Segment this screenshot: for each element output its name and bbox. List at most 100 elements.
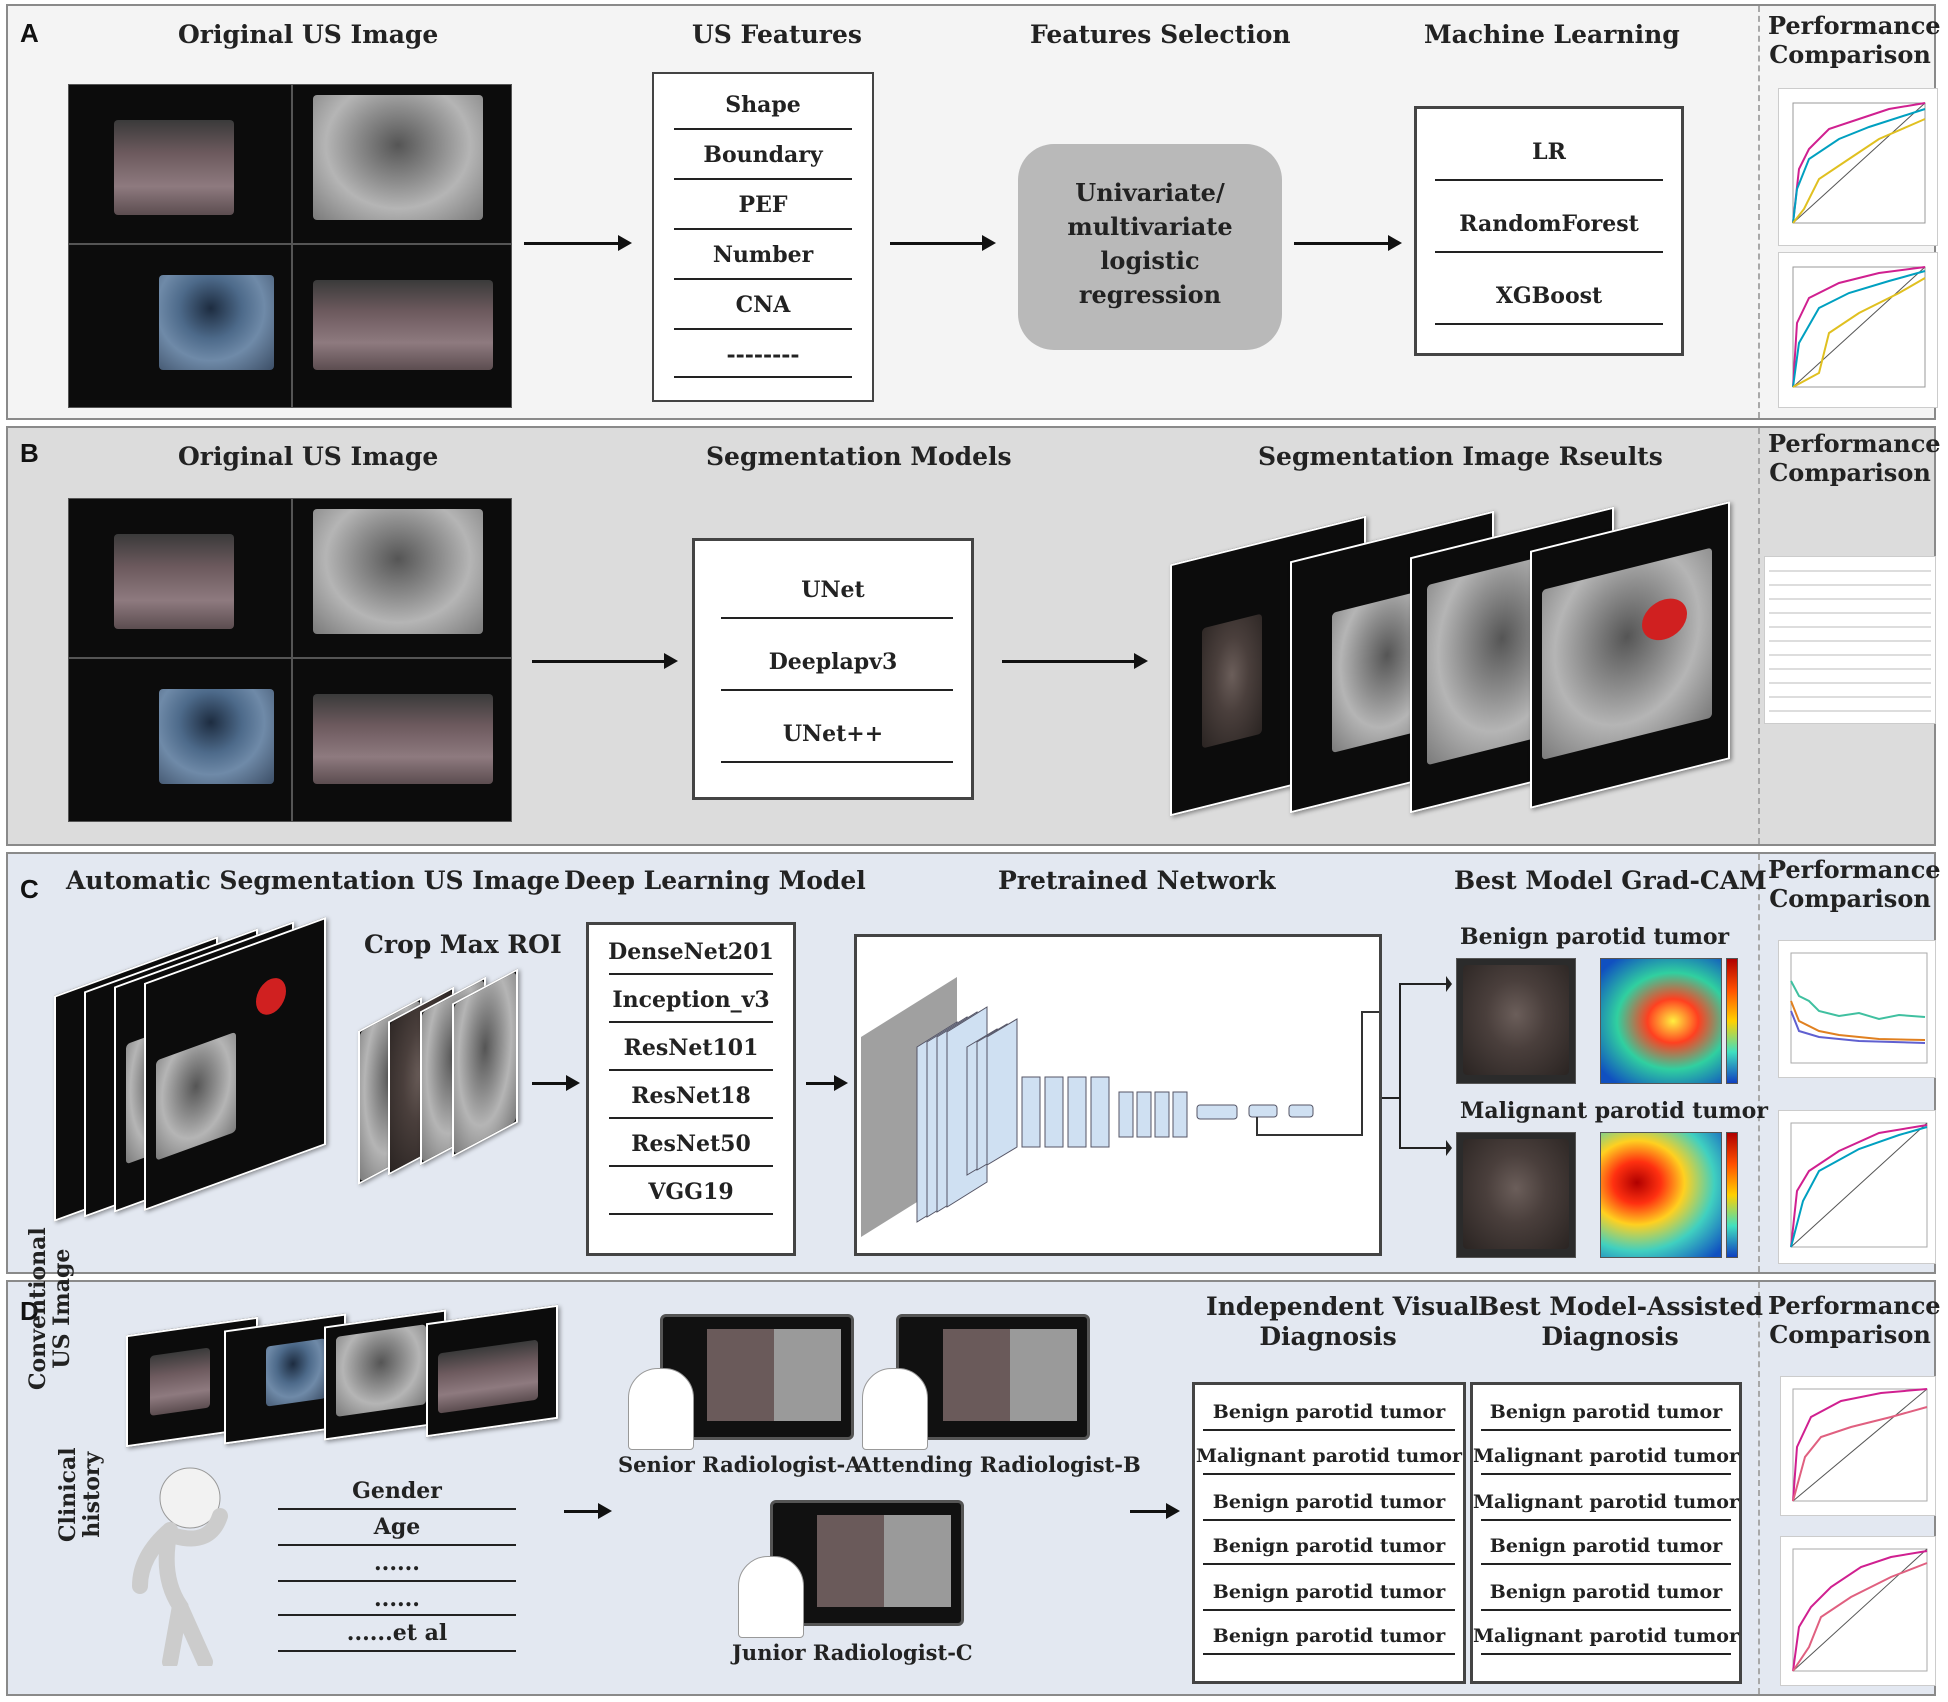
feature-selection-box: Univariate/ multivariate logistic regres… xyxy=(1018,144,1282,350)
separator xyxy=(721,761,953,763)
deep-learning-title: Deep Learning Model xyxy=(564,866,866,895)
patient-figure-icon xyxy=(132,1467,228,1666)
selection-text: multivariate xyxy=(1067,212,1233,241)
perf-title-line: Comparison xyxy=(1769,457,1931,487)
dl-model: ResNet101 xyxy=(623,1035,759,1061)
performance-comparison-title: Performance Comparison xyxy=(1768,855,1941,914)
malignant-gradcam-heatmap xyxy=(1600,1132,1722,1258)
perf-title-line: Comparison xyxy=(1769,39,1931,69)
independent-diagnosis-box: Benign parotid tumor Malignant parotid t… xyxy=(1192,1382,1466,1684)
conventional-us-label: Conventional US Image xyxy=(25,1227,76,1390)
title-line: Best Model-Assisted xyxy=(1478,1292,1764,1321)
benign-gradcam-heatmap xyxy=(1600,958,1722,1084)
separator xyxy=(1481,1609,1731,1611)
dl-model: VGG19 xyxy=(648,1179,734,1205)
diagnosis-item: Benign parotid tumor xyxy=(1212,1581,1446,1603)
colorbar xyxy=(1726,958,1738,1084)
machine-learning-title: Machine Learning xyxy=(1424,20,1680,49)
diagnosis-item: Benign parotid tumor xyxy=(1212,1625,1446,1647)
selection-text: Univariate/ xyxy=(1075,178,1225,207)
loss-plot-thumbnail xyxy=(1778,940,1936,1078)
crop-max-roi-title: Crop Max ROI xyxy=(364,930,562,959)
diagnosis-item: Malignant parotid tumor xyxy=(1473,1625,1739,1647)
feature-item: CNA xyxy=(735,292,791,318)
malignant-roi-image xyxy=(1456,1132,1576,1258)
diagnosis-item: Malignant parotid tumor xyxy=(1473,1445,1739,1467)
dl-model: ResNet50 xyxy=(631,1131,751,1157)
separator xyxy=(674,278,852,280)
original-us-title: Original US Image xyxy=(178,442,439,471)
clinical-item: ...... xyxy=(374,1550,420,1576)
roc-plot-thumbnail xyxy=(1778,88,1938,246)
monitor-screen xyxy=(943,1329,1077,1421)
roc-curve-icon xyxy=(1792,102,1926,224)
separator xyxy=(1203,1609,1455,1611)
original-us-title: Original US Image xyxy=(178,20,439,49)
doctor-icon xyxy=(628,1368,694,1450)
separator xyxy=(1203,1653,1455,1655)
separator xyxy=(609,1213,773,1215)
roc-plot-thumbnail xyxy=(1780,1376,1936,1516)
panel-letter: A xyxy=(20,18,39,48)
features-selection-title: Features Selection xyxy=(1030,20,1291,49)
clinical-item: Age xyxy=(373,1514,421,1540)
roc-plot-thumbnail xyxy=(1778,1110,1936,1264)
dl-model: DenseNet201 xyxy=(608,939,774,965)
seg-models-box: UNet Deeplapv3 UNet++ xyxy=(692,538,974,800)
diagnosis-item: Malignant parotid tumor xyxy=(1473,1491,1739,1513)
perf-title-line: Comparison xyxy=(1769,1319,1931,1349)
us-features-title: US Features xyxy=(692,20,862,49)
divider xyxy=(1758,1282,1760,1694)
label-line: US Image xyxy=(49,1248,76,1369)
us-image xyxy=(68,498,292,658)
clinical-items-box: Gender Age ...... ...... ......et al xyxy=(272,1478,522,1656)
seg-model: UNet++ xyxy=(782,721,884,747)
panel-letter: B xyxy=(20,438,39,468)
benign-roi-image xyxy=(1456,958,1576,1084)
roc-curve-icon xyxy=(1792,266,1926,388)
clinical-item: Gender xyxy=(352,1478,442,1504)
monitor-screen xyxy=(817,1515,951,1607)
feature-item: -------- xyxy=(726,342,800,368)
diagnosis-item: Benign parotid tumor xyxy=(1489,1535,1723,1557)
separator xyxy=(278,1580,516,1582)
performance-table-thumbnail xyxy=(1764,556,1936,724)
monitor-icon xyxy=(770,1500,964,1626)
dl-model: ResNet18 xyxy=(631,1083,751,1109)
separator xyxy=(674,376,852,378)
feature-item: Shape xyxy=(725,92,801,118)
separator xyxy=(1203,1519,1455,1521)
separator xyxy=(674,328,852,330)
diagnosis-item: Benign parotid tumor xyxy=(1212,1401,1446,1423)
roc-curve-icon xyxy=(1792,1388,1928,1502)
colorbar xyxy=(1726,1132,1738,1258)
us-image xyxy=(292,84,512,244)
separator xyxy=(1435,323,1663,325)
doctor-icon xyxy=(862,1368,928,1450)
ml-model: XGBoost xyxy=(1495,283,1603,309)
us-image xyxy=(68,244,292,408)
separator xyxy=(609,973,773,975)
segmentation-models-title: Segmentation Models xyxy=(706,442,1012,471)
benign-label: Benign parotid tumor xyxy=(1460,924,1730,950)
diagnosis-item: Benign parotid tumor xyxy=(1489,1581,1723,1603)
us-image xyxy=(68,84,292,244)
separator xyxy=(674,128,852,130)
roc-curve-icon xyxy=(1792,1548,1928,1672)
ml-models-box: LR RandomForest XGBoost xyxy=(1414,106,1684,356)
panel-letter: D xyxy=(20,1296,39,1326)
separator xyxy=(1481,1563,1731,1565)
arrow xyxy=(890,235,996,251)
feature-item: Boundary xyxy=(703,142,823,168)
pretrained-network-title: Pretrained Network xyxy=(998,866,1276,895)
separator xyxy=(278,1614,516,1616)
diagnosis-item: Benign parotid tumor xyxy=(1212,1491,1446,1513)
dl-models-box: DenseNet201 Inception_v3 ResNet101 ResNe… xyxy=(586,922,796,1256)
roi-crop-image xyxy=(452,968,518,1158)
label-line: Conventional xyxy=(25,1227,51,1390)
arrow xyxy=(532,653,678,669)
separator xyxy=(1481,1653,1731,1655)
separator xyxy=(609,1021,773,1023)
segmentation-results-title: Segmentation Image Rseults xyxy=(1258,442,1663,471)
clinical-history-label: Clinical history xyxy=(55,1447,105,1542)
